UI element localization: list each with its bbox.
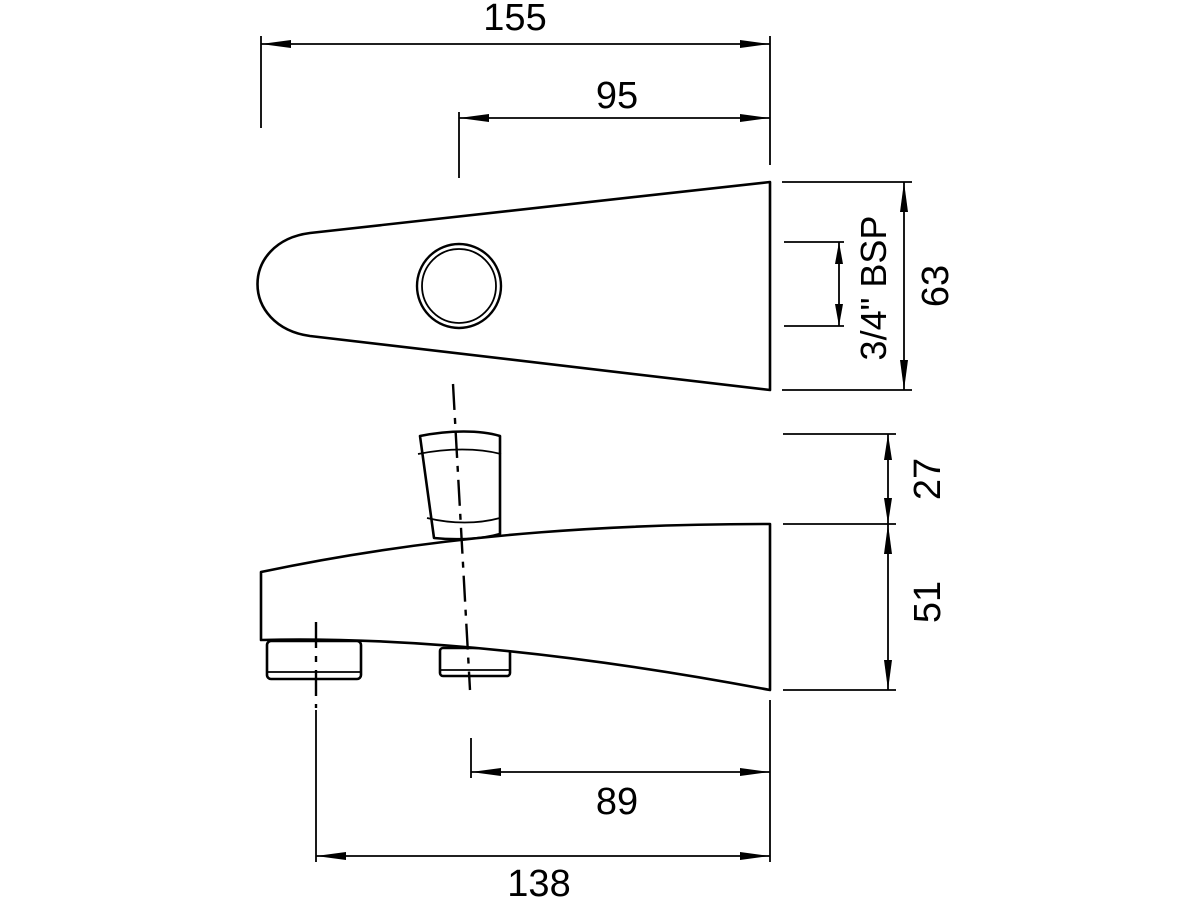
dimension-51: 51 bbox=[783, 524, 949, 691]
arrow-left bbox=[471, 768, 501, 776]
thread-spec-label: 3/4" BSP bbox=[853, 216, 894, 361]
dimension-95: 95 bbox=[458, 75, 770, 178]
arrow-right bbox=[740, 40, 770, 48]
knob-outline bbox=[418, 430, 502, 541]
dimension-89: 89 bbox=[470, 700, 771, 862]
dimension-138: 138 bbox=[315, 710, 770, 900]
dimension-label-138: 138 bbox=[507, 863, 570, 900]
arrow-bottom bbox=[884, 498, 892, 524]
dimension-label-89: 89 bbox=[596, 781, 638, 823]
handle-hole bbox=[415, 242, 503, 330]
arrow-left bbox=[261, 40, 291, 48]
arrow-top bbox=[835, 242, 843, 264]
arrow-bottom bbox=[884, 660, 892, 690]
dimension-label-63: 63 bbox=[915, 265, 957, 307]
dimension-63: 63 bbox=[782, 181, 957, 391]
side-view-body-outline bbox=[259, 522, 772, 692]
dimension-label-95: 95 bbox=[596, 75, 638, 117]
arrow-right bbox=[740, 768, 770, 776]
dimension-label-155: 155 bbox=[483, 0, 546, 39]
knob bbox=[417, 430, 502, 541]
arrow-bottom bbox=[900, 360, 908, 390]
arrow-top bbox=[884, 434, 892, 460]
knob-band-lower bbox=[426, 517, 501, 524]
dimension-label-27: 27 bbox=[907, 458, 949, 500]
inlet-fitting bbox=[438, 646, 512, 678]
arrow-left bbox=[316, 852, 346, 860]
dimension-label-51: 51 bbox=[907, 581, 949, 623]
dimension-155: 155 bbox=[260, 0, 771, 165]
knob-band bbox=[417, 448, 502, 455]
arrow-right bbox=[740, 852, 770, 860]
spout-outlet bbox=[265, 639, 363, 681]
arrow-bottom bbox=[835, 304, 843, 326]
arrow-top bbox=[884, 524, 892, 554]
arrow-left bbox=[459, 114, 489, 122]
arrow-right bbox=[740, 114, 770, 122]
arrow-top bbox=[900, 182, 908, 212]
top-view-body-outline bbox=[256, 180, 772, 392]
handle-hole-inner bbox=[421, 248, 497, 324]
inlet-fitting-outline bbox=[438, 646, 512, 678]
thread-dimension: 3/4" BSP bbox=[784, 216, 894, 361]
dimension-27: 27 bbox=[783, 433, 949, 525]
outlet-nozzle bbox=[265, 639, 363, 681]
top-view bbox=[256, 180, 772, 392]
knob-center-axis bbox=[451, 383, 472, 691]
